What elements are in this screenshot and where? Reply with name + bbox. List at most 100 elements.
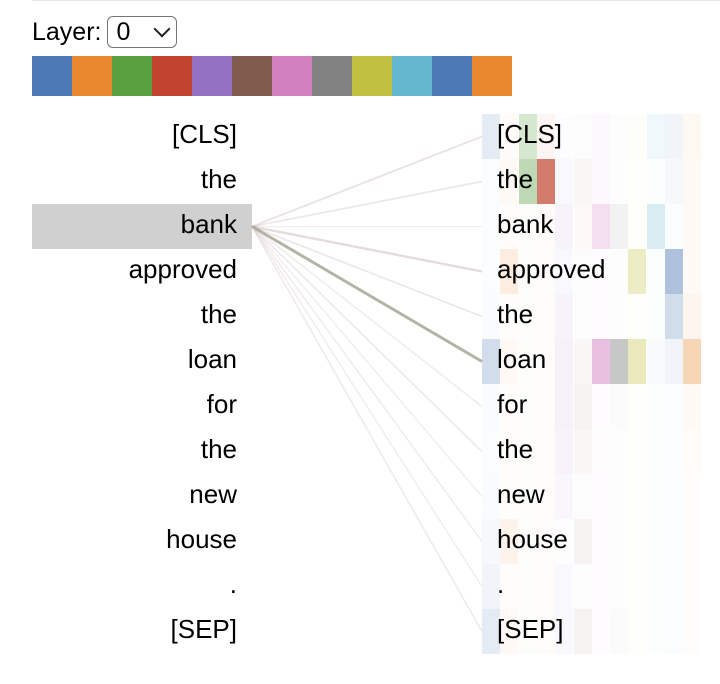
heat-cell — [683, 204, 702, 249]
heat-cell — [665, 114, 683, 159]
heat-cell — [500, 519, 519, 564]
heat-cell — [518, 114, 537, 159]
left-token-10[interactable]: . — [32, 564, 252, 609]
head-swatch-1[interactable] — [72, 56, 112, 96]
heat-cell — [500, 159, 519, 204]
heat-cell — [555, 429, 574, 474]
heat-cell — [500, 249, 519, 294]
left-token-label: [CLS] — [171, 119, 237, 149]
head-swatch-6[interactable] — [272, 56, 312, 96]
right-token-label: the — [497, 164, 534, 194]
right-token-label: the — [497, 434, 534, 464]
heat-cell — [683, 159, 702, 204]
right-token-11[interactable]: [SEP] — [482, 609, 702, 654]
left-token-label: new — [189, 479, 237, 509]
head-swatch-4[interactable] — [192, 56, 232, 96]
heat-cell — [555, 384, 574, 429]
layer-control: Layer: 0 — [32, 14, 178, 50]
right-token-7[interactable]: the — [482, 429, 702, 474]
head-swatch-5[interactable] — [232, 56, 272, 96]
left-token-label: approved — [128, 254, 237, 284]
right-token-3[interactable]: approved — [482, 249, 702, 294]
left-token-6[interactable]: for — [32, 384, 252, 429]
layer-select-value: 0 — [116, 17, 131, 46]
heat-cell — [646, 339, 665, 384]
attention-line — [251, 225, 483, 453]
head-swatch-10[interactable] — [432, 56, 472, 96]
left-token-label: the — [200, 164, 237, 194]
head-swatch-8[interactable] — [352, 56, 392, 96]
attention-line — [251, 180, 483, 228]
heat-cell — [591, 339, 610, 384]
heat-cell — [591, 204, 610, 249]
top-divider — [32, 0, 720, 1]
head-swatch-2[interactable] — [112, 56, 152, 96]
left-token-column: [CLS] the bank approved the loan for the new hous… — [32, 114, 252, 654]
heat-cell — [628, 249, 647, 294]
attention-line — [251, 226, 483, 587]
heat-cell — [665, 159, 683, 204]
right-token-0[interactable]: [CLS] — [482, 114, 702, 159]
heat-cell — [482, 519, 500, 564]
left-token-label: . — [229, 569, 237, 599]
heat-cell — [573, 384, 592, 429]
heat-cell — [573, 609, 592, 654]
right-token-9[interactable]: house — [482, 519, 702, 564]
left-token-9[interactable]: house — [32, 519, 252, 564]
right-token-label: house — [497, 524, 568, 554]
left-token-label: house — [166, 524, 237, 554]
left-token-label: for — [206, 389, 237, 419]
attention-line — [251, 226, 483, 497]
left-token-5[interactable]: loan — [32, 339, 252, 384]
heat-cell — [555, 339, 574, 384]
heat-cell — [665, 339, 683, 384]
left-token-0[interactable]: [CLS] — [32, 114, 252, 159]
right-token-4[interactable]: the — [482, 294, 702, 339]
left-token-4[interactable]: the — [32, 294, 252, 339]
heat-cell — [628, 339, 647, 384]
heat-cell — [610, 339, 629, 384]
head-swatch-3[interactable] — [152, 56, 192, 96]
heat-cell — [555, 249, 574, 294]
attention-line — [251, 225, 483, 363]
right-token-column: [CLS] the bank approved the loan for the new hous… — [482, 114, 702, 654]
chevron-down-icon — [153, 20, 171, 38]
right-token-10[interactable]: . — [482, 564, 702, 609]
attention-line — [251, 135, 483, 228]
heat-cell — [555, 474, 574, 519]
heat-cell — [683, 294, 702, 339]
heat-cell — [555, 204, 574, 249]
left-token-3[interactable]: approved — [32, 249, 252, 294]
heat-cell — [482, 609, 500, 654]
right-token-label: loan — [497, 344, 547, 374]
heat-cell — [683, 339, 702, 384]
right-token-6[interactable]: for — [482, 384, 702, 429]
left-token-8[interactable]: new — [32, 474, 252, 519]
attention-line — [251, 225, 483, 408]
layer-label: Layer: — [32, 17, 102, 46]
head-swatch-0[interactable] — [32, 56, 72, 96]
head-swatch-7[interactable] — [312, 56, 352, 96]
layer-select[interactable]: 0 — [107, 16, 178, 48]
right-token-2[interactable]: bank — [482, 204, 702, 249]
head-swatch-9[interactable] — [392, 56, 432, 96]
right-token-label: the — [497, 299, 534, 329]
heat-cell — [555, 609, 574, 654]
left-token-1[interactable]: the — [32, 159, 252, 204]
left-token-label: the — [200, 434, 237, 464]
right-token-8[interactable]: new — [482, 474, 702, 519]
left-token-7[interactable]: the — [32, 429, 252, 474]
head-swatch-11[interactable] — [472, 56, 512, 96]
left-token-11[interactable]: [SEP] — [32, 609, 252, 654]
heat-cell — [482, 339, 500, 384]
right-token-label: approved — [497, 254, 606, 284]
attention-line — [251, 225, 483, 273]
heat-cell — [536, 159, 555, 204]
heat-cell — [555, 159, 574, 204]
left-token-label: loan — [187, 344, 237, 374]
heat-cell — [573, 429, 592, 474]
heat-cell — [683, 249, 702, 294]
right-token-1[interactable]: the — [482, 159, 702, 204]
right-token-5[interactable]: loan — [482, 339, 702, 384]
left-token-2[interactable]: bank — [32, 204, 252, 249]
